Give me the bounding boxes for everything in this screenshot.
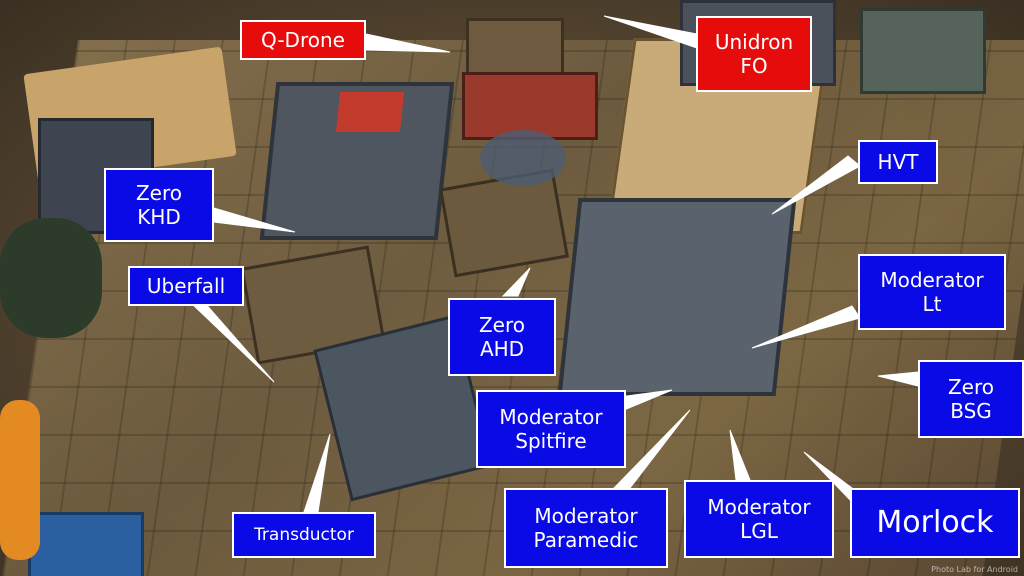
- label-zero-ahd: Zero AHD: [448, 298, 556, 376]
- label-hvt: HVT: [858, 140, 938, 184]
- leader-hvt: [771, 155, 861, 215]
- leader-zero-khd: [213, 207, 296, 233]
- label-zero-ahd-text: Zero AHD: [478, 313, 526, 361]
- leader-moderator-lt: [751, 305, 861, 349]
- leader-moderator-lgl: [729, 429, 751, 481]
- bottom-left-tray: [28, 512, 144, 576]
- label-moderator-paramedic: Moderator Paramedic: [504, 488, 668, 568]
- label-q-drone: Q-Drone: [240, 20, 366, 60]
- label-q-drone-text: Q-Drone: [261, 28, 345, 52]
- label-moderator-lt-text: Moderator Lt: [880, 268, 984, 316]
- label-morlock: Morlock: [850, 488, 1020, 558]
- leader-transductor: [303, 433, 331, 513]
- label-moderator-spitfire: Moderator Spitfire: [476, 390, 626, 468]
- label-uberfall-text: Uberfall: [146, 274, 226, 298]
- label-unidron-fo-text: Unidron FO: [714, 30, 794, 78]
- label-morlock-text: Morlock: [876, 505, 994, 540]
- leader-uberfall: [188, 301, 275, 383]
- bucket: [0, 218, 102, 338]
- leader-zero-ahd: [501, 267, 531, 297]
- label-unidron-fo: Unidron FO: [696, 16, 812, 92]
- leader-zero-bsg: [877, 371, 919, 387]
- label-zero-khd: Zero KHD: [104, 168, 214, 242]
- objective-marker: [480, 130, 566, 186]
- label-uberfall: Uberfall: [128, 266, 244, 306]
- label-moderator-lgl-text: Moderator LGL: [707, 495, 811, 543]
- label-zero-khd-text: Zero KHD: [135, 181, 183, 229]
- label-zero-bsg: Zero BSG: [918, 360, 1024, 438]
- label-hvt-text: HVT: [877, 150, 919, 174]
- watermark: Photo Lab for Android: [931, 565, 1018, 574]
- label-moderator-paramedic-text: Moderator Paramedic: [533, 504, 639, 552]
- label-zero-bsg-text: Zero BSG: [947, 375, 995, 423]
- right-building: [860, 8, 986, 94]
- leader-q-drone: [365, 33, 451, 53]
- label-moderator-spitfire-text: Moderator Spitfire: [499, 405, 603, 453]
- label-moderator-lgl: Moderator LGL: [684, 480, 834, 558]
- label-transductor-text: Transductor: [254, 524, 354, 545]
- label-transductor: Transductor: [232, 512, 376, 558]
- leader-unidron-fo: [603, 15, 698, 49]
- label-moderator-lt: Moderator Lt: [858, 254, 1006, 330]
- yellow-object: [0, 400, 40, 560]
